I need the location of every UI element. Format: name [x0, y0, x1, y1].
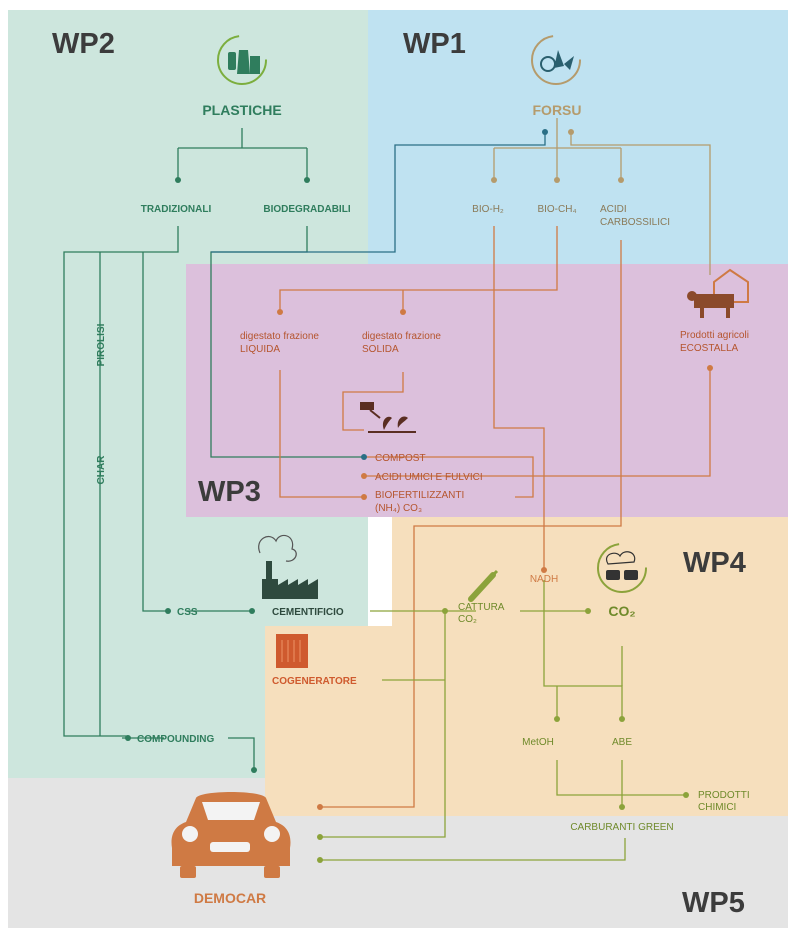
node-digestato-solida: digestato frazione SOLIDA — [362, 331, 444, 355]
node-biofertilizzanti: BIOFERTILIZZANTI (NH₄) CO₃ — [375, 490, 467, 514]
biofert-line1: BIOFERTILIZZANTI — [375, 490, 464, 501]
wp4-label: WP4 — [683, 547, 746, 579]
chimici-line2: CHIMICI — [698, 802, 736, 813]
node-tradizionali: TRADIZIONALI — [141, 204, 212, 215]
agricoli-line1: Prodotti agricoli — [680, 330, 749, 341]
dot — [361, 494, 367, 500]
wp5-label: WP5 — [682, 887, 745, 919]
dot — [175, 177, 181, 183]
dot — [249, 608, 255, 614]
node-pirolisi: PIROLISI — [96, 323, 107, 366]
dot — [618, 177, 624, 183]
dot — [541, 567, 547, 573]
node-prodotti-agricoli: Prodotti agricoli ECOSTALLA — [680, 330, 752, 354]
wp1-label: WP1 — [403, 28, 466, 60]
node-acidi-umici: ACIDI UMICI E FULVICI — [375, 472, 483, 483]
dot — [585, 608, 591, 614]
dot — [361, 454, 367, 460]
dot — [619, 716, 625, 722]
node-cementificio: CEMENTIFICIO — [272, 607, 344, 618]
biofert-line2: (NH₄) CO₃ — [375, 503, 422, 514]
node-compost: COMPOST — [375, 453, 426, 464]
factory-smoke-icon — [258, 534, 318, 599]
wp1-region-low — [368, 250, 788, 264]
node-plastiche: PLASTICHE — [202, 102, 281, 118]
dot — [683, 792, 689, 798]
generator-container-icon — [276, 634, 308, 668]
node-biodegradabili: BIODEGRADABILI — [263, 204, 350, 215]
dot — [491, 177, 497, 183]
dot — [619, 804, 625, 810]
dot — [317, 857, 323, 863]
node-nadh: NADH — [530, 574, 558, 585]
plastics-icon — [217, 35, 267, 85]
dot — [165, 608, 171, 614]
node-compounding: COMPOUNDING — [137, 734, 214, 745]
region-backgrounds — [8, 10, 788, 928]
dot — [317, 834, 323, 840]
cattura-line2: CO₂ — [458, 614, 477, 625]
agricoli-line2: ECOSTALLA — [680, 343, 738, 354]
solida-line2: SOLIDA — [362, 344, 399, 355]
node-bio-h2: BIO-H₂ — [472, 204, 504, 215]
liquida-line2: LIQUIDA — [240, 344, 280, 355]
dot — [304, 177, 310, 183]
node-char: CHAR — [96, 455, 107, 485]
dot — [400, 309, 406, 315]
node-democar: DEMOCAR — [194, 890, 266, 906]
connector-lines — [63, 118, 711, 861]
car-icon — [171, 792, 291, 878]
forsu-icon — [531, 35, 581, 85]
cattura-line1: CATTURA — [458, 602, 505, 613]
dot — [707, 365, 713, 371]
dot — [568, 129, 574, 135]
acidi-line2: CARBOSSILICI — [600, 217, 670, 228]
wp4-region — [392, 517, 788, 816]
pipette-icon — [468, 569, 499, 602]
dot — [554, 716, 560, 722]
node-bio-ch4: BIO-CH₄ — [537, 204, 576, 215]
liquida-line1: digestato frazione — [240, 331, 319, 342]
node-carburanti-green: CARBURANTI GREEN — [570, 822, 673, 833]
wp3-region — [186, 264, 788, 517]
dot — [125, 735, 131, 741]
node-co2: CO₂ — [608, 603, 635, 619]
dot — [442, 608, 448, 614]
solida-line1: digestato frazione — [362, 331, 441, 342]
acidi-line1: ACIDI — [600, 204, 627, 215]
dot — [277, 309, 283, 315]
wp2-label: WP2 — [52, 28, 115, 60]
node-prodotti-chimici: PRODOTTI CHIMICI — [698, 790, 752, 813]
junction-dots — [125, 129, 713, 863]
node-cogeneratore: COGENERATORE — [272, 676, 357, 687]
node-css: CSS — [177, 607, 198, 618]
dot — [251, 767, 257, 773]
dot — [361, 473, 367, 479]
node-metoh: MetOH — [522, 737, 554, 748]
cow-barn-icon — [687, 268, 749, 318]
node-acidi-carbossilici: ACIDI CARBOSSILICI — [600, 204, 670, 228]
watering-plants-icon — [360, 402, 416, 433]
node-forsu: FORSU — [533, 102, 582, 118]
node-digestato-liquida: digestato frazione LIQUIDA — [240, 331, 322, 355]
traffic-smog-icon — [597, 543, 647, 593]
wp3-label: WP3 — [198, 476, 261, 508]
dot — [317, 804, 323, 810]
dot — [554, 177, 560, 183]
dot — [542, 129, 548, 135]
node-cattura-co2: CATTURA CO₂ — [458, 602, 507, 625]
node-abe: ABE — [612, 737, 632, 748]
chimici-line1: PRODOTTI — [698, 790, 750, 801]
wp1-region — [368, 10, 788, 264]
